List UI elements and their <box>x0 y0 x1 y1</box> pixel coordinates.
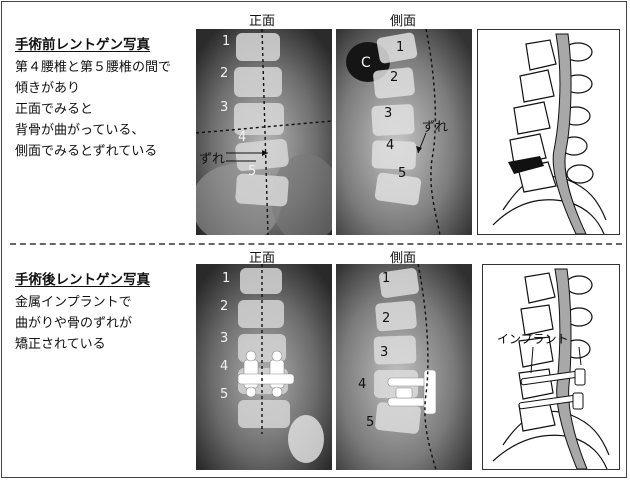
vertebra-label: 2 <box>382 311 390 326</box>
vertebra-label: 3 <box>220 331 228 346</box>
before-front-caption: 正面 <box>249 14 276 29</box>
before-side-xray: C 1 2 3 4 5 ずれ <box>336 29 472 235</box>
after-front-caption: 正面 <box>249 251 276 266</box>
before-section-title: 手術前レントゲン写真 <box>15 37 150 53</box>
vertebra-label: 2 <box>220 299 228 314</box>
before-spine-illustration <box>477 29 620 235</box>
before-description: 第４腰椎と第５腰椎の間で 傾きがあり 正面でみると 背骨が曲がっている、 側面で… <box>15 57 171 162</box>
before-desc-line: 側面でみるとずれている <box>15 144 158 159</box>
before-side-caption: 側面 <box>390 14 417 29</box>
vertebra-label: 1 <box>382 271 390 286</box>
after-desc-line: 金属インプラントで <box>15 295 132 310</box>
after-front-xray: 1 2 3 4 5 <box>196 264 332 470</box>
vertebra-label: 1 <box>222 34 230 49</box>
before-desc-line: 第４腰椎と第５腰椎の間で <box>15 60 172 75</box>
slip-marker-label: ずれ <box>422 120 448 135</box>
c-label: C <box>361 55 371 71</box>
vertebra-label: 2 <box>390 70 398 85</box>
after-side-caption: 側面 <box>390 251 417 266</box>
vertebra-label: 5 <box>398 166 406 181</box>
vertebra-label: 5 <box>220 387 228 402</box>
before-desc-line: 傾きがあり <box>15 81 81 96</box>
vertebra-label: 1 <box>222 271 230 286</box>
slip-marker-label: ずれ <box>199 152 225 167</box>
vertebra-label: 4 <box>238 130 246 145</box>
section-divider <box>10 243 622 245</box>
vertebra-label: 1 <box>396 40 404 55</box>
after-spine-illustration: インプラント <box>482 264 620 470</box>
vertebra-label: 3 <box>380 345 388 360</box>
after-description: 金属インプラントで 曲がりや骨のずれが 矯正されている <box>15 292 132 355</box>
before-desc-line: 正面でみると <box>15 102 94 117</box>
after-desc-line: 矯正されている <box>15 337 106 352</box>
vertebra-label: 3 <box>220 100 228 115</box>
before-front-xray: 1 2 3 4 5 ずれ <box>196 29 332 235</box>
vertebra-label: 4 <box>358 377 366 392</box>
vertebra-label: 5 <box>366 415 374 430</box>
vertebra-label: 5 <box>248 164 256 179</box>
after-desc-line: 曲がりや骨のずれが <box>15 316 133 331</box>
after-side-xray: 1 2 3 4 5 <box>336 264 472 470</box>
before-desc-line: 背骨が曲がっている、 <box>15 123 145 138</box>
vertebra-label: 4 <box>220 359 228 374</box>
after-section-title: 手術後レントゲン写真 <box>15 272 150 288</box>
vertebra-label: 2 <box>220 66 228 81</box>
vertebra-label: 3 <box>384 106 392 121</box>
implant-label: インプラント <box>497 332 569 346</box>
vertebra-label: 4 <box>386 138 394 153</box>
